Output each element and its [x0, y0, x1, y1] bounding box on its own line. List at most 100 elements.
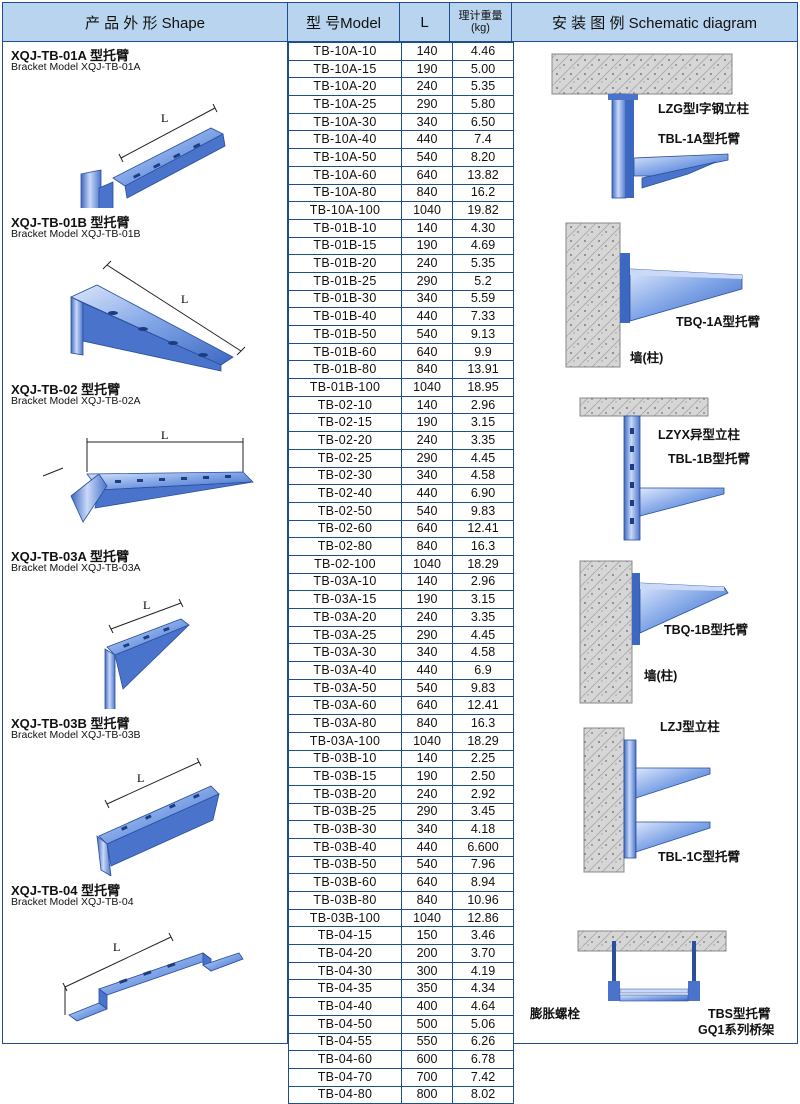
model-cell: TB-01B-15 — [288, 236, 402, 256]
weight-cell: 3.35 — [452, 608, 514, 627]
length-cell: 190 — [401, 413, 453, 433]
model-cell: TB-10A-80 — [288, 183, 402, 203]
weight-cell: 7.42 — [452, 1067, 514, 1087]
header-weight-line1: 理计重量 — [458, 10, 503, 22]
product-title: XQJ-TB-01B 型托臂 — [11, 215, 130, 230]
length-cell: 290 — [401, 448, 453, 468]
model-cell: TB-02-15 — [288, 413, 402, 433]
label-column: LZYX异型立柱 — [658, 428, 740, 442]
bracket-03b-figure: L — [96, 757, 220, 876]
length-cell: 800 — [401, 1085, 453, 1104]
model-cell: TB-03A-100 — [288, 731, 402, 751]
length-cell: 840 — [401, 537, 453, 556]
model-cell: TB-03A-60 — [288, 696, 402, 716]
length-cell: 640 — [401, 165, 453, 185]
weight-cell: 6.90 — [452, 484, 514, 503]
header-diagram: 安 装 图 例 Schematic diagram — [512, 3, 797, 42]
weight-cell: 4.45 — [452, 625, 514, 645]
length-cell: 340 — [401, 643, 453, 663]
weight-cell: 12.41 — [452, 519, 514, 539]
model-cell: TB-04-35 — [288, 979, 402, 999]
length-cell: 200 — [401, 944, 453, 963]
product-title: XQJ-TB-03A 型托臂 — [11, 549, 129, 564]
model-cell: TB-10A-15 — [288, 59, 402, 79]
label-wall: 墙(柱) — [644, 669, 678, 683]
model-cell: TB-03A-10 — [288, 572, 402, 592]
model-cell: TB-04-55 — [288, 1032, 402, 1052]
length-cell: 700 — [401, 1067, 453, 1087]
model-cell: TB-02-25 — [288, 448, 402, 468]
model-cell: TB-03A-30 — [288, 643, 402, 663]
model-cell: TB-02-20 — [288, 431, 402, 450]
length-cell: 240 — [401, 784, 453, 804]
product-title: XQJ-TB-04 型托臂 — [11, 883, 121, 898]
model-cell: TB-03A-80 — [288, 714, 402, 733]
model-cell: TB-04-80 — [288, 1085, 402, 1104]
weight-cell: 3.70 — [452, 944, 514, 963]
weight-cell: 5.00 — [452, 59, 514, 79]
length-cell: 540 — [401, 325, 453, 344]
weight-cell: 5.06 — [452, 1014, 514, 1034]
length-cell: 240 — [401, 77, 453, 97]
model-cell: TB-03B-20 — [288, 784, 402, 804]
product-block: XQJ-TB-01B 型托臂 Bracket Model XQJ-TB-01B … — [3, 209, 287, 376]
weight-cell: 7.96 — [452, 855, 514, 875]
model-cell: TB-04-50 — [288, 1014, 402, 1034]
model-cell: TB-04-20 — [288, 944, 402, 963]
length-cell: 190 — [401, 590, 453, 609]
model-cell: TB-03B-30 — [288, 820, 402, 839]
shape-column: XQJ-TB-01A 型托臂 Bracket Model XQJ-TB-01A … — [3, 42, 288, 1043]
length-cell: 840 — [401, 183, 453, 203]
model-cell: TB-03A-40 — [288, 661, 402, 680]
dimension-label: L — [113, 940, 120, 954]
bracket-01b-figure: L — [70, 260, 246, 372]
diagram-tbq-1b: TBQ-1B型托臂 墙(柱) — [512, 543, 797, 710]
diagram-column: LZG型I字钢立柱 TBL-1A型托臂 TBQ-1A型托臂 墙(柱) — [512, 42, 797, 1043]
product-subtitle: Bracket Model XQJ-TB-01A — [11, 61, 141, 73]
model-cell: TB-03B-15 — [288, 767, 402, 786]
weight-cell: 3.35 — [452, 431, 514, 450]
label-wall: 墙(柱) — [630, 351, 664, 365]
length-cell: 140 — [401, 42, 453, 61]
weight-cell: 2.96 — [452, 395, 514, 415]
model-cell: TB-10A-25 — [288, 95, 402, 114]
model-cell: TB-10A-20 — [288, 77, 402, 97]
length-cell: 240 — [401, 608, 453, 627]
weight-cell: 18.29 — [452, 731, 514, 751]
weight-cell: 9.9 — [452, 342, 514, 362]
length-cell: 640 — [401, 342, 453, 362]
length-cell: 540 — [401, 678, 453, 698]
length-cell: 140 — [401, 749, 453, 769]
length-cell: 1040 — [401, 201, 453, 220]
dimension-label: L — [161, 111, 168, 125]
model-cell: TB-03A-15 — [288, 590, 402, 609]
weight-cell: 5.35 — [452, 254, 514, 273]
model-cell: TB-03A-50 — [288, 678, 402, 698]
header-length: L — [400, 3, 450, 42]
header-weight: 理计重量 (kg) — [450, 3, 512, 42]
weight-cell: 4.58 — [452, 643, 514, 663]
length-cell: 190 — [401, 59, 453, 79]
weight-cell: 3.45 — [452, 802, 514, 822]
length-cell: 150 — [401, 926, 453, 946]
length-cell: 190 — [401, 236, 453, 256]
